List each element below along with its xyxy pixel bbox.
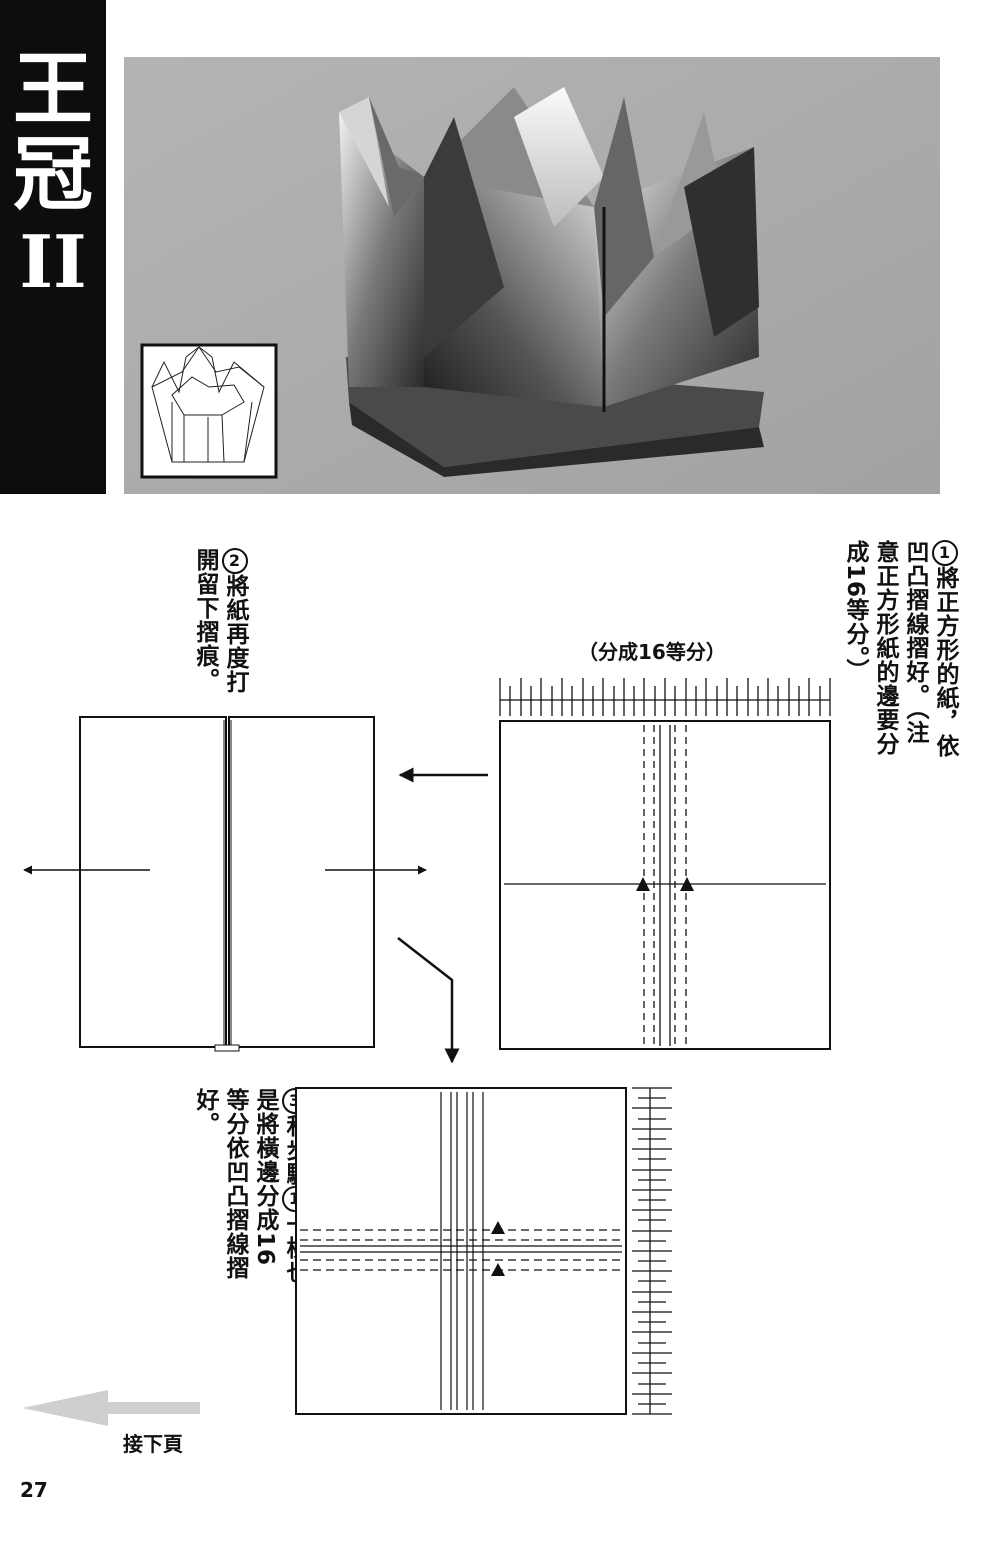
step-1-body: 將正方形的紙，依凹凸摺線摺好。（注意正方形紙的邊要分成16等分。） [842,540,958,758]
title-band: 王 冠 II [0,0,106,494]
step-1-number: 1 [932,540,958,566]
next-page-label[interactable]: 接下頁 [123,1432,183,1456]
step-1-diagram [499,720,831,1050]
step-2-text: 2將紙再度打開留下摺痕。 [190,548,250,708]
step-2-body: 將紙再度打開留下摺痕。 [192,548,248,694]
diagram-label: （分成16等分） [578,640,726,664]
step-2-number: 2 [222,548,248,574]
ruler-top [499,678,831,716]
step-3-diagram [295,1087,627,1415]
step-2-diagram [23,716,427,1052]
page-number: 27 [20,1478,48,1502]
title-numeral: II [19,219,87,304]
ruler-right [632,1087,672,1415]
title-char-2: 冠 [13,128,93,221]
next-page-arrow-icon [22,1390,200,1426]
crown-photo [124,57,940,494]
step-1-text: 1將正方形的紙，依凹凸摺線摺好。（注意正方形紙的邊要分成16等分。） [840,540,960,765]
title-char-1: 王 [13,43,93,136]
crown-sketch-inset [151,346,265,463]
